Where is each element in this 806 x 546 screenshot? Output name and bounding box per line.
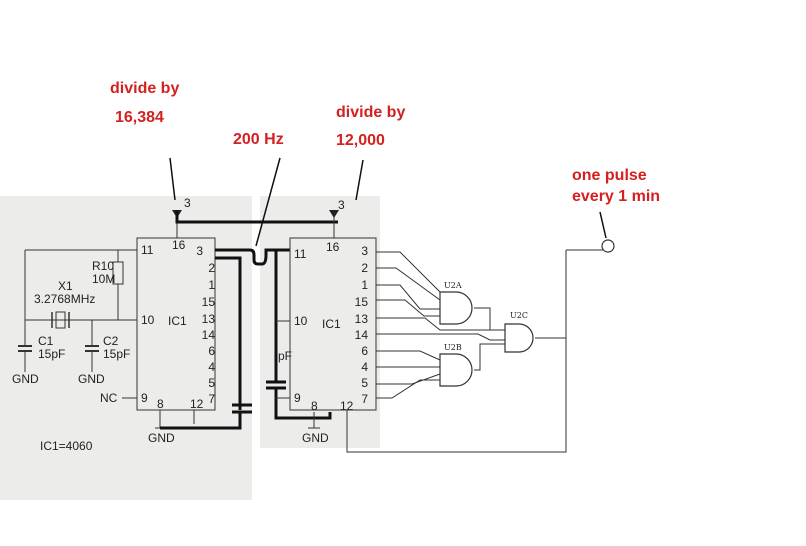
wire-pin3-to-clock: [215, 248, 290, 266]
wire-clock-to-cap: [274, 248, 290, 382]
right-pin-11: 11: [294, 247, 307, 261]
right-right-pin: 14: [355, 328, 369, 342]
left-right-pin: 15: [202, 295, 216, 309]
right-pin-16: 16: [326, 240, 340, 254]
gnd-label: GND: [148, 431, 175, 445]
left-right-pin: 2: [208, 261, 215, 275]
left-right-pin: 5: [208, 376, 215, 390]
annotation-frequency: 200 Hz: [233, 131, 284, 148]
wire-gnd-return: [160, 412, 242, 430]
annotation-divide-value-1: 16,384: [115, 109, 164, 126]
c1-value: 15pF: [38, 347, 65, 361]
scan-background-left: [0, 196, 252, 500]
right-ic-label: IC1: [322, 317, 341, 331]
x1-label: X1: [58, 279, 73, 293]
nc-label: NC: [100, 391, 118, 405]
right-right-pin: 1: [361, 278, 368, 292]
right-pin-12: 12: [340, 399, 354, 413]
pointer-line-1: [169, 157, 176, 201]
wire-left-ic-right: [215, 256, 242, 410]
gate-u2c: U2C: [504, 311, 534, 353]
and-gate-icon: [439, 353, 473, 387]
right-ic-body: [289, 237, 377, 411]
annotation-divide-by-1: divide by: [110, 80, 179, 97]
right-right-pin: 2: [361, 261, 368, 275]
ic-footnote: IC1=4060: [40, 439, 93, 453]
gnd-label: GND: [78, 372, 105, 386]
gnd-label: GND: [302, 431, 329, 445]
left-ic: IC1 3 16 11 10 9 NC 3 2 1 15 13 14 6 4 5…: [12, 196, 216, 453]
gate-wiring: [346, 239, 615, 453]
crystal-x1: [55, 311, 66, 329]
left-vcc-pin: 3: [184, 196, 191, 210]
right-pin-9: 9: [294, 391, 301, 405]
right-pin-10: 10: [294, 314, 308, 328]
r10-label: R10: [92, 259, 114, 273]
right-vcc-pin: 3: [338, 198, 345, 212]
gate-u2a-label: U2A: [444, 281, 462, 290]
left-right-pin: 3: [196, 244, 203, 258]
c2-label: C2: [103, 334, 119, 348]
pointer-line-freq: [255, 157, 281, 247]
right-cap-partial-label: pF: [278, 349, 292, 363]
and-gate-icon: [439, 291, 473, 325]
right-right-pin: 5: [361, 376, 368, 390]
right-right-pin: 13: [355, 312, 369, 326]
r10-value: 10M: [92, 272, 115, 286]
x1-value: 3.2768MHz: [34, 292, 95, 306]
pointer-line-2: [355, 159, 364, 201]
wire-right-ic-gnd: [274, 388, 332, 420]
left-pin-9: 9: [141, 391, 148, 405]
gate-u2c-label: U2C: [510, 311, 528, 320]
left-pin-12: 12: [190, 397, 204, 411]
left-ic-label: IC1: [168, 314, 187, 328]
right-right-pin: 3: [361, 244, 368, 258]
gate-u2a: U2A: [439, 281, 473, 325]
and-gate-icon: [504, 323, 534, 353]
right-vcc-arrow: [329, 210, 339, 218]
gate-u2b: U2B: [439, 343, 473, 387]
left-pin-8: 8: [157, 397, 164, 411]
left-right-pin: 14: [202, 328, 216, 342]
gate-u2b-label: U2B: [444, 343, 462, 352]
left-pin-11: 11: [141, 243, 154, 257]
annotation-divide-value-2: 12,000: [336, 132, 385, 149]
left-right-pin: 6: [208, 344, 215, 358]
annotation-divide-by-2: divide by: [336, 104, 405, 121]
gnd-label: GND: [12, 372, 39, 386]
wire-vcc-bus: [175, 210, 338, 224]
left-right-pin: 1: [208, 278, 215, 292]
left-right-pin: 4: [208, 360, 215, 374]
right-ic: IC1 3 16 11 10 9 pF 3 2 1 15 13 14 6 4 5…: [276, 198, 377, 445]
pointer-line-output: [599, 211, 607, 239]
right-right-pin: 4: [361, 360, 368, 374]
right-right-pin: 6: [361, 344, 368, 358]
output-terminal-icon: [601, 239, 615, 253]
right-right-pin: 7: [361, 392, 368, 406]
left-ic-body: [136, 237, 216, 411]
left-pin-16: 16: [172, 238, 186, 252]
annotation-output-line2: every 1 min: [572, 188, 660, 205]
left-pin-10: 10: [141, 313, 155, 327]
right-right-pin: 15: [355, 295, 369, 309]
left-right-pin: 7: [208, 392, 215, 406]
c1-label: C1: [38, 334, 54, 348]
right-pin-8: 8: [311, 399, 318, 413]
c2-value: 15pF: [103, 347, 130, 361]
left-right-pin: 13: [202, 312, 216, 326]
annotation-output-line1: one pulse: [572, 167, 647, 184]
